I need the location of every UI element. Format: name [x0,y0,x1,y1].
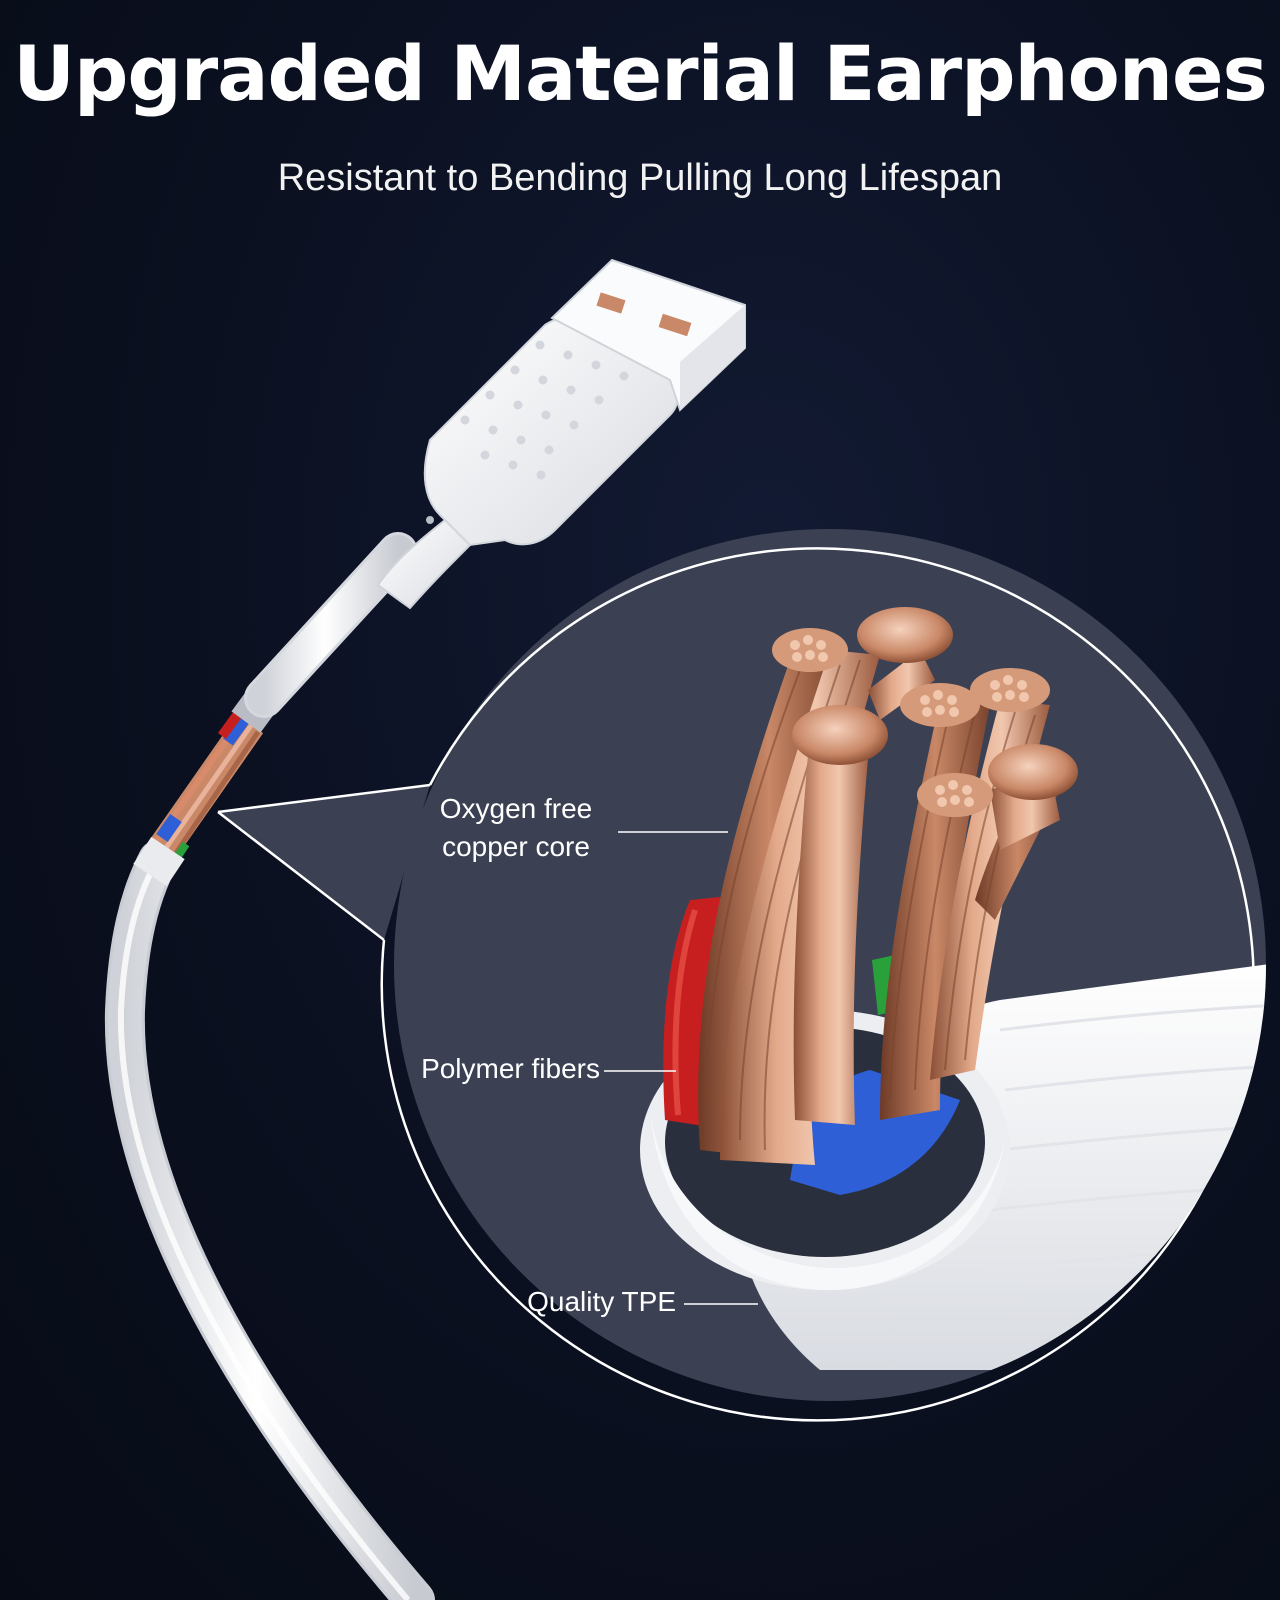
quality-tpe-label: Quality TPE [527,1286,676,1317]
usb-a-connector [376,258,746,610]
page-subtitle: Resistant to Bending Pulling Long Lifesp… [277,157,1003,199]
copper-core-label-line1: Oxygen free [439,793,593,824]
cable-cross-section [640,607,1266,1370]
copper-core-label-line2: copper core [442,830,590,862]
white-cable [104,840,435,1600]
copper-core-label: Oxygen free copper core [420,790,612,866]
page-title: Upgraded Material Earphones [13,29,1268,118]
leader-lines [604,831,758,1305]
cable-neck [133,532,418,887]
stripped-wires [148,711,264,860]
copper-strands [698,607,1078,1165]
polymer-fibers-label: Polymer fibers [421,1053,600,1084]
